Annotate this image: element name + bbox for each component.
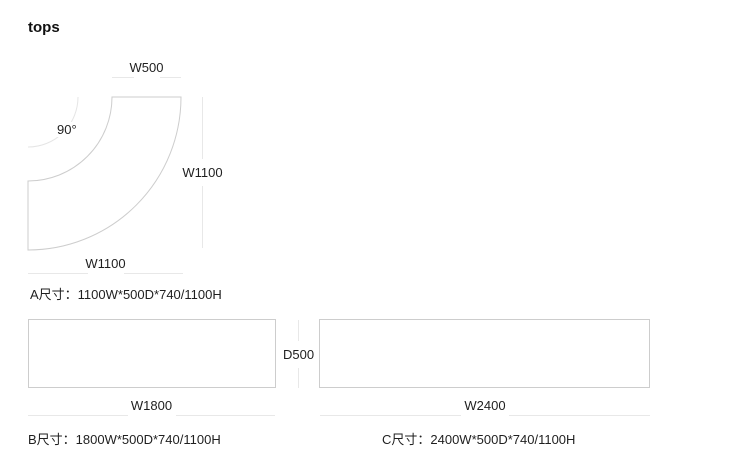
dimension-line-segment [202,186,203,248]
dim-w1100-right: W1100 [182,97,223,248]
dim-w2400-label: W2400 [464,398,506,413]
angle-label: 90° [56,122,78,137]
caption-c: C尺寸：2400W*500D*740/1100H [382,432,576,447]
dimension-line-segment [202,97,203,159]
dimension-line-segment [175,415,275,416]
dimension-line [112,77,181,78]
dim-w1100-right-label: W1100 [182,165,223,180]
dimension-line-segment [298,320,299,341]
dimension-line-segment [509,415,650,416]
dim-d500: D500 [283,320,314,388]
dimension-line-segment [112,77,134,78]
dim-d500-label: D500 [282,346,315,362]
dimension-line-segment [298,367,299,388]
dimension-line-segment [123,273,183,274]
page-title: tops [28,19,60,36]
dim-w1100-bottom-label: W1100 [85,256,126,271]
dim-w2400: W2400 [320,398,650,416]
dimension-line-segment [28,273,88,274]
dim-w500: W500 [112,60,181,78]
figure-c-shape [319,319,650,388]
dimension-line [28,415,275,416]
dim-w500-label: W500 [129,60,164,75]
dim-w1100-bottom: W1100 [28,256,183,274]
caption-a: A尺寸：1100W*500D*740/1100H [30,287,222,302]
annulus-outline [27,96,182,251]
dimension-line [28,273,183,274]
dimension-line-segment [159,77,181,78]
dim-w1800-label: W1800 [130,398,173,413]
dimension-line-segment [28,415,128,416]
dim-w1800: W1800 [28,398,275,416]
figure-b-shape [28,319,276,388]
dimension-line-segment [320,415,461,416]
caption-b: B尺寸：1800W*500D*740/1100H [28,432,221,447]
dimension-line [320,415,650,416]
